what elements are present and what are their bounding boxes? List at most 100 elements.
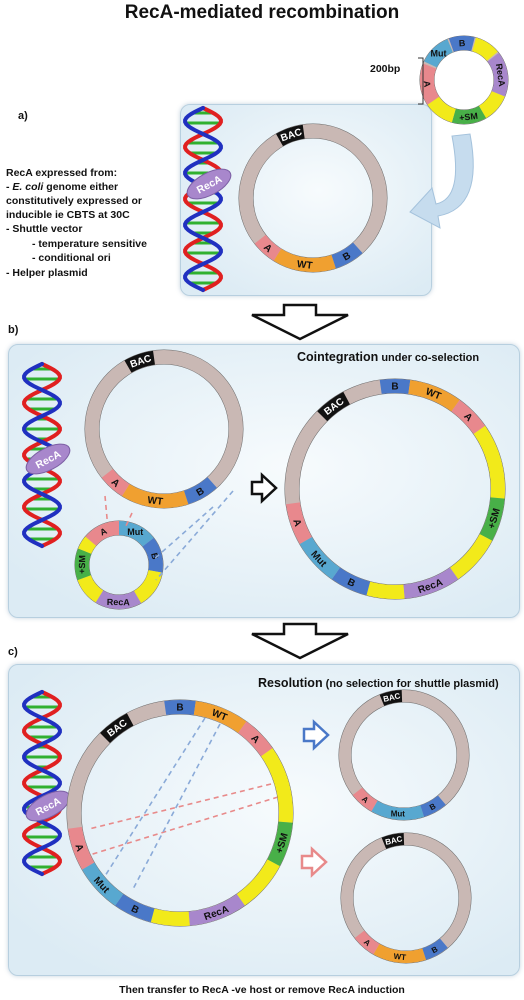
segment-reca [95, 590, 142, 609]
caption-bold: Cointegration [297, 350, 379, 364]
segment-bac [276, 124, 305, 147]
ring-outline [350, 701, 458, 809]
crossover-line [88, 783, 272, 830]
segment-sm [479, 497, 505, 541]
ring-outline [252, 137, 374, 259]
segment-mut [82, 862, 124, 906]
segment-wt [373, 943, 427, 963]
dna-strand [183, 106, 223, 292]
caption-rest: under co-selection [381, 352, 480, 364]
panel-a-label: a) [18, 110, 28, 122]
footer-note: Then transfer to RecA -ve host or remove… [119, 984, 405, 996]
segment-sm [267, 821, 293, 867]
segment-wt [122, 484, 189, 509]
segment-b [183, 477, 217, 505]
panel-c-label: c) [8, 646, 18, 658]
segment-a [238, 721, 273, 757]
segment-label-mut: Mut [431, 48, 447, 58]
segment-label-reca: RecA [107, 597, 131, 607]
segment-label-bac: BAC [382, 691, 401, 703]
genome-helix-a: RecA [183, 106, 232, 292]
segment-sm [74, 548, 92, 581]
segment-reca [403, 567, 459, 599]
segment-mut [299, 536, 341, 580]
segment-yellow [236, 859, 280, 906]
caption-bold: Resolution [258, 676, 323, 690]
segment-reca [487, 52, 509, 97]
segment-label-mut: Mut [391, 809, 406, 818]
note-italic: E. coli [12, 181, 44, 193]
segment-b [422, 938, 448, 960]
segment-sm [451, 105, 487, 124]
segment-label-b: B [195, 486, 207, 499]
segment-yellow [77, 574, 104, 603]
segment-yellow [366, 581, 405, 599]
segment-b [331, 567, 371, 596]
segment-label-b: B [345, 577, 356, 590]
segment-bac [100, 713, 134, 744]
segment-label-a: A [362, 937, 372, 948]
segment-yellow [473, 425, 505, 499]
ring-outline [98, 363, 230, 495]
segment-a [451, 400, 486, 435]
dna-strand [22, 362, 62, 548]
arrow-shape [251, 303, 349, 341]
segment-wt [193, 701, 247, 733]
segment-label-sm: +SM [459, 111, 479, 123]
segment-label-a: A [422, 80, 433, 88]
segment-yellow [133, 569, 163, 604]
segment-label-b: B [149, 552, 160, 561]
segment-b [164, 699, 196, 715]
reca-protein: RecA [186, 168, 232, 200]
segment-label-b: B [459, 38, 467, 48]
segment-b [420, 795, 446, 817]
segment-label-a: A [72, 843, 85, 853]
note-text: genome either [43, 181, 119, 193]
segment-mut [424, 39, 454, 68]
note-line: - E. coli genome either [6, 181, 119, 193]
segment-bac [124, 350, 156, 373]
segment-a [254, 234, 282, 261]
dna-strand [22, 690, 62, 876]
note-line: RecA expressed from: [6, 167, 118, 179]
segment-label-b: B [428, 801, 438, 812]
segment-label-wt: WT [147, 495, 164, 508]
note-line: - conditional ori [32, 252, 111, 264]
scale-label: 200bp [370, 63, 401, 75]
segment-label-mut: Mut [127, 527, 143, 537]
process-arrow-down-2 [251, 622, 349, 660]
genome-helix-b: RecA [22, 362, 71, 548]
arrow-shape [251, 622, 349, 660]
crossover-line [104, 717, 206, 877]
segment-label-a: A [360, 794, 370, 805]
cointegration-caption: Cointegration under co-selection [297, 350, 479, 364]
resolution-caption: Resolution (no selection for shuttle pla… [258, 676, 499, 690]
dna-strand [183, 106, 223, 292]
note-line: - Shuttle vector [6, 223, 83, 235]
segment-label-b: B [129, 903, 140, 916]
segment-wt [273, 248, 336, 272]
ring-outline [298, 392, 492, 586]
dna-strand [22, 690, 62, 876]
segment-label-sm: +SM [77, 555, 87, 574]
segment-mut [371, 800, 425, 820]
segment-label-b: B [341, 250, 353, 263]
segment-b [115, 893, 155, 923]
segment-label-wt: WT [393, 952, 406, 962]
resolution-arrow-blue [302, 719, 330, 751]
ring-outline [433, 49, 495, 111]
segment-a [68, 826, 95, 870]
segment-label-bac: BAC [384, 834, 403, 846]
insert-arrow [409, 133, 474, 229]
segment-yellow [471, 37, 498, 61]
segment-wt [408, 380, 460, 412]
crossover-line [124, 512, 133, 529]
crossover-line [155, 490, 234, 581]
reca-protein-shape [186, 168, 232, 200]
note-line: inducible ie CBTS at 30C [6, 209, 130, 221]
